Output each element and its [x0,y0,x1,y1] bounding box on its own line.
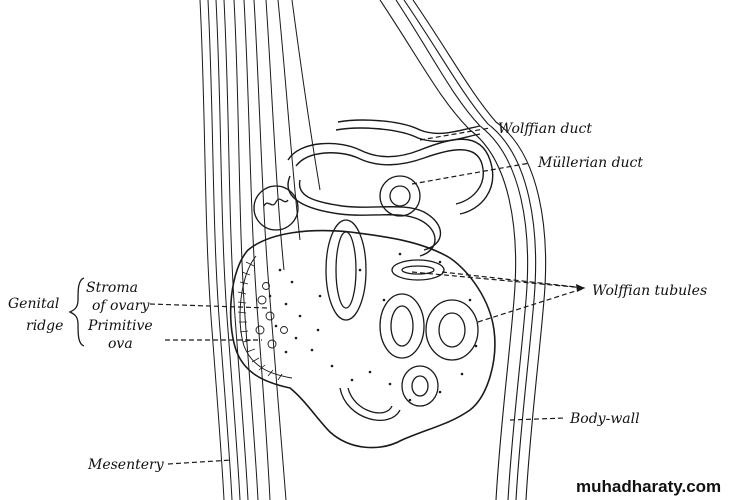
germinal-epithelium [237,261,283,381]
mullerian-duct-lumen [379,175,421,217]
label-wolffian-tubules: Wolffian tubules [592,283,707,299]
label-genital: Genital [8,296,59,312]
body-wall-leader [509,417,566,421]
label-mullerian-duct: Müllerian duct [537,155,643,171]
wolffian-duct-leader [419,127,491,141]
body-wall [379,0,547,500]
mesentery-band [199,0,321,500]
label-body-wall: Body-wall [569,411,640,427]
wolffian-tubules [325,219,479,421]
label-primitive: Primitive [87,318,153,334]
stroma-leader [149,303,269,309]
duct-coil [287,119,494,257]
label-ridge: ridge [26,318,63,334]
primitive-ova [255,282,288,349]
label-stroma: Stroma [86,280,138,296]
mullerian-duct-leader [411,162,531,185]
label-ova: ova [108,336,133,352]
wolffian-tubules-arrowhead [576,284,585,292]
upper-tubule [253,185,299,231]
stroma-dots [268,252,478,402]
watermark: muhadharaty.com [576,477,721,496]
label-mesentery: Mesentery [87,457,165,473]
genital-ridge [229,229,496,449]
wolffian-tubule-leader-2 [477,287,586,323]
wolffian-tubule-leader-3 [411,271,586,289]
mesentery-leader [167,459,233,465]
label-of-ovary: of ovary [92,298,150,314]
genital-ridge-brace [68,277,85,347]
label-wolffian-duct: Wolffian duct [498,121,592,137]
